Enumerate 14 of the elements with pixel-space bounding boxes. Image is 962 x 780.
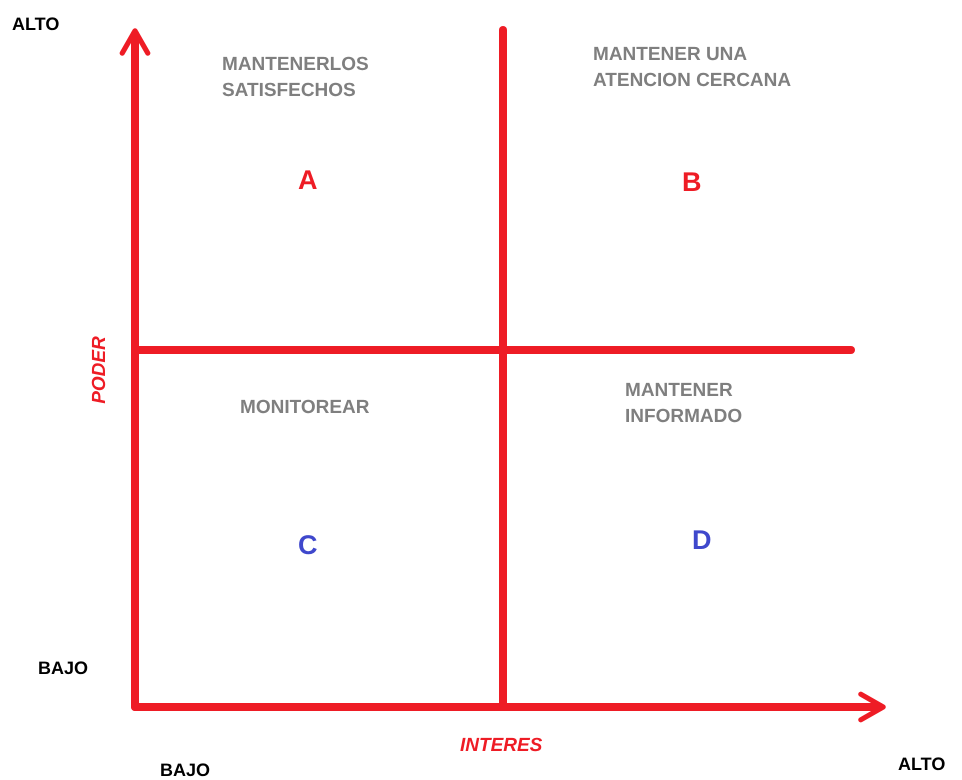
quadrant-letter: D [692,524,712,557]
axis-level-label: BAJO [160,759,210,780]
quadrant-letter: A [298,164,318,197]
axis-title: PODER [88,336,112,404]
quadrant-letter: B [682,166,702,199]
axis-level-label: ALTO [898,753,946,776]
quadrant-title: MANTENERLOS SATISFECHOS [222,53,370,103]
quadrant-title: MONITOREAR [240,396,370,420]
quadrant-title: MANTENER UNA ATENCION CERCANA [593,43,792,93]
quadrant-letter: C [298,529,318,562]
axis-level-label: BAJO [38,657,88,680]
axis-level-label: ALTO [12,13,60,36]
quadrant-title: MANTENER INFORMADO [625,379,744,429]
axis-title: INTERES [460,734,542,758]
